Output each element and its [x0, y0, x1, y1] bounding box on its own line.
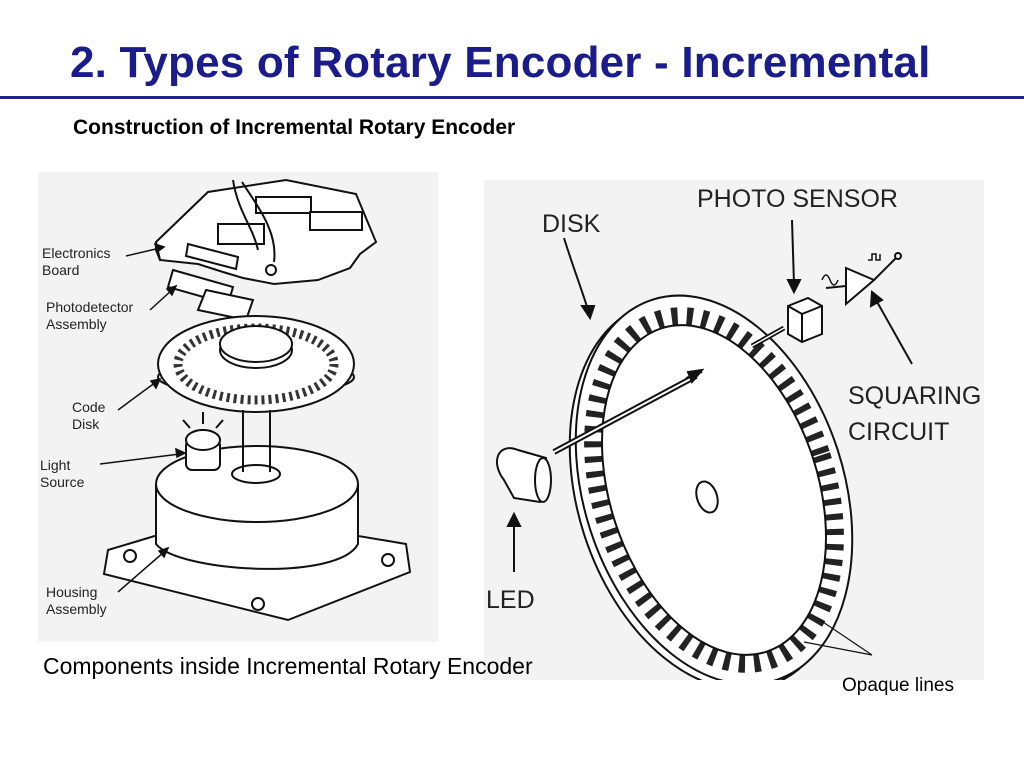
disk-label: DISK: [542, 210, 601, 238]
slide-title: 2. Types of Rotary Encoder - Incremental: [70, 38, 931, 87]
electronics-board-drawing: [154, 178, 378, 286]
opaque-lines-caption: Opaque lines: [842, 675, 954, 696]
left-figure-caption: Components inside Incremental Rotary Enc…: [43, 653, 533, 679]
photodetector-assembly-drawing: [166, 268, 255, 322]
led-drawing: [495, 447, 552, 504]
disk-drawing: [568, 294, 854, 680]
code-disk-drawing: [157, 315, 355, 413]
squaring-circuit-drawing: [821, 252, 902, 307]
photo-sensor-drawing: [750, 296, 823, 349]
photo-sensor-label: PHOTO SENSOR: [697, 185, 898, 213]
housing-drawing: [102, 412, 412, 622]
led-label: LED: [486, 586, 535, 614]
slide-subtitle: Construction of Incremental Rotary Encod…: [73, 116, 516, 139]
title-divider: [0, 96, 1024, 99]
